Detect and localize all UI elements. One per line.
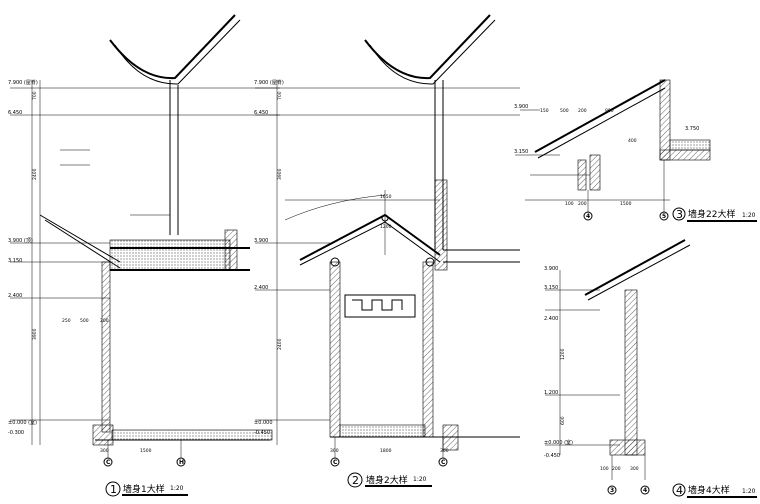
dimension-label: 200 (100, 318, 109, 324)
dimension-label: 300 (630, 466, 639, 472)
elevation-label: 3.750 (685, 126, 699, 132)
dimension-label: 1650 (380, 194, 392, 200)
elevation-label: 6.450 (254, 110, 268, 116)
axis-label: C (333, 459, 338, 466)
dimension-label: 300 (440, 448, 449, 454)
elevation-label: -0.450 (254, 430, 270, 436)
dimension-label: 3900 (277, 168, 283, 180)
dimension-label: 100 (565, 201, 574, 207)
elevation-label: 2.400 (254, 285, 268, 291)
detail-scale: 1:20 (413, 476, 427, 483)
detail-number-circle (672, 483, 686, 497)
dimension-label: 800 (605, 108, 614, 114)
elevation-label: 3.900 (顶) (8, 238, 33, 244)
elevation-label: 6.450 (8, 110, 22, 116)
detail-2-section (255, 14, 520, 458)
detail-4-section (545, 239, 691, 480)
dimension-label: 300 (100, 448, 109, 454)
dimension-label: 200 (612, 466, 621, 472)
dimension-label: 200 (578, 108, 587, 114)
axis-bubble (330, 457, 340, 467)
dimension-label: 200 (578, 201, 587, 207)
dimension-label: 100 (600, 466, 609, 472)
elevation-label: 3.150 (8, 258, 22, 264)
elevation-label: 2.400 (8, 293, 22, 299)
elevation-label: 3.900 (544, 266, 558, 272)
elevation-label: ±0.000 (254, 420, 273, 426)
elevation-label: 1.200 (544, 390, 558, 396)
dimension-label: 2400 (277, 338, 283, 350)
elevation-label: 7.900 (屋脊) (254, 79, 284, 86)
detail-number-circle (347, 472, 363, 488)
axis-bubble (103, 457, 113, 467)
axis-bubble (176, 457, 186, 467)
elevation-label: ±0.000 (室) (544, 439, 573, 446)
detail-title: 墙身22大样 (688, 208, 735, 220)
axis-bubble (583, 211, 593, 221)
detail-scale: 1:20 (170, 485, 184, 492)
elevation-label: 3.150 (514, 149, 528, 155)
axis-label: 4 (643, 487, 647, 494)
axis-bubble (659, 211, 669, 221)
detail-title: 墙身4大样 (688, 484, 730, 496)
detail-title: 墙身1大样 (123, 483, 165, 495)
dimension-label: 250 (62, 318, 71, 324)
elevation-label: ±0.000 (室) (8, 419, 37, 426)
detail-number-circle (672, 207, 686, 221)
dimension-label: 1500 (620, 201, 632, 207)
detail-number: 4 (676, 484, 683, 497)
axis-label: C (441, 459, 446, 466)
axis-label: 3 (610, 487, 614, 494)
elevation-label: -0.450 (544, 453, 560, 459)
dimension-label: 1200 (380, 224, 392, 230)
axis-bubble (438, 457, 448, 467)
elevation-label: 3.150 (544, 285, 558, 291)
dimension-label: 700 (32, 91, 38, 100)
detail-scale: 1:20 (742, 488, 756, 495)
elevation-label: -0.300 (8, 430, 24, 436)
axis-label: 4 (586, 213, 590, 220)
dimension-label: 2400 (32, 168, 38, 180)
axis-label: 5 (662, 213, 666, 220)
detail-scale: 1:20 (742, 212, 756, 219)
dimension-label: 600 (560, 416, 566, 425)
elevation-label: 3.900 (514, 104, 528, 110)
elevation-label: 3.900 (254, 238, 268, 244)
dimension-label: 400 (628, 138, 637, 144)
axis-bubble (607, 485, 617, 495)
dimension-label: 500 (80, 318, 89, 324)
detail-number: 1 (110, 483, 117, 496)
axis-label: H (179, 459, 184, 466)
dimension-label: 500 (560, 108, 569, 114)
dimension-label: 3900 (32, 328, 38, 340)
dimension-label: 150 (540, 108, 549, 114)
axis-bubble (640, 485, 650, 495)
dimension-label: 1200 (560, 348, 566, 360)
axis-label: C (106, 459, 111, 466)
detail-title: 墙身2大样 (366, 474, 408, 486)
detail-1-section (10, 14, 280, 458)
detail-number-circle (105, 481, 121, 497)
elevation-label: 7.900 (屋脊) (8, 79, 38, 86)
detail-number: 2 (352, 474, 359, 487)
dimension-label: 1800 (380, 448, 392, 454)
dimension-label: 300 (330, 448, 339, 454)
dimension-label: 700 (277, 91, 283, 100)
dimension-label: 1500 (140, 448, 152, 454)
elevation-label: 2.400 (544, 316, 558, 322)
detail-number: 3 (676, 208, 683, 221)
detail-3-section (515, 79, 711, 212)
